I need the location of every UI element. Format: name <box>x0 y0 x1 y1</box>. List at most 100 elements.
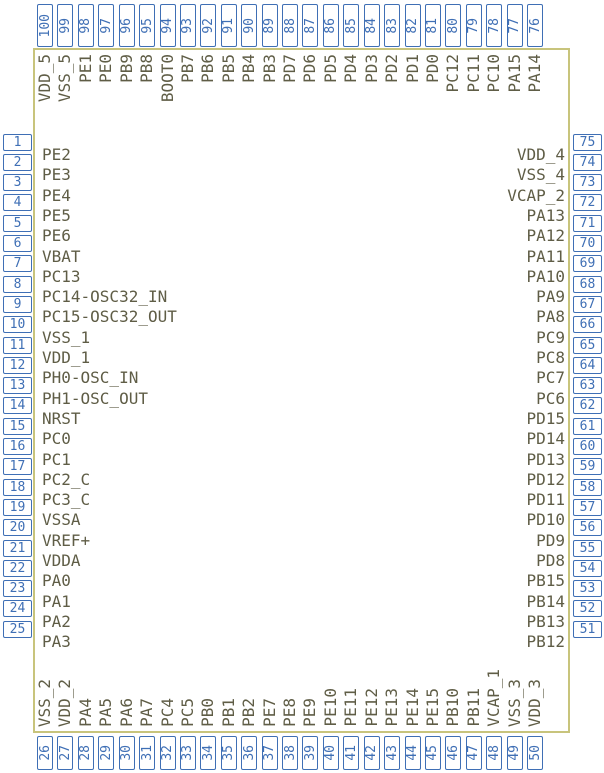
pin-label-left: PA1 <box>42 591 71 611</box>
pin-number: 62 <box>579 398 596 414</box>
pin-label-top: PC10 <box>484 54 504 93</box>
pin-label-left: PA3 <box>42 632 71 652</box>
pin-label-bottom: PA5 <box>96 698 116 727</box>
pin-number: 92 <box>200 17 216 34</box>
pin-number-box-left: 5 <box>3 214 32 232</box>
pin-label-top: PB8 <box>137 54 157 83</box>
pin-number-box-top: 78 <box>486 4 503 47</box>
pin-label-top: PD6 <box>300 54 320 83</box>
pin-number: 65 <box>579 337 596 353</box>
pin-number-box-bottom: 38 <box>282 736 298 770</box>
pin-label-bottom: PA7 <box>137 698 157 727</box>
pin-number: 73 <box>579 175 596 191</box>
pin-number: 54 <box>579 560 596 576</box>
pin-label-right: PD8 <box>536 551 565 570</box>
pin-label-right: VCAP_2 <box>507 185 565 205</box>
pin-number: 94 <box>160 17 175 34</box>
pin-number-box-left: 4 <box>3 194 32 212</box>
pin-number: 5 <box>13 215 22 231</box>
pin-label-left: PE2 <box>42 145 71 164</box>
pin-label-right: PD13 <box>526 449 565 469</box>
pin-label-right: PD10 <box>526 510 565 530</box>
pin-label-left: VBAT <box>42 246 81 266</box>
pin-number-box-left: 16 <box>3 438 32 455</box>
pin-number-box-right: 72 <box>573 194 602 212</box>
pin-number-box-right: 51 <box>573 620 602 638</box>
pin-number-box-bottom: 50 <box>527 736 543 770</box>
pin-number: 100 <box>37 13 53 38</box>
pin-label-right: PB13 <box>526 611 565 631</box>
pin-number-box-left: 25 <box>3 620 32 638</box>
pin-label-right: PC7 <box>536 368 565 388</box>
pin-number: 22 <box>9 560 26 576</box>
pin-number-box-right: 65 <box>573 336 602 354</box>
pin-number-box-top: 82 <box>404 4 421 47</box>
pin-number-box-bottom: 33 <box>179 736 196 770</box>
pin-label-right: PA9 <box>536 287 565 307</box>
pin-number: 32 <box>160 745 175 761</box>
pin-number: 28 <box>78 745 94 761</box>
pin-number: 79 <box>466 17 482 34</box>
pin-number: 96 <box>119 17 135 34</box>
pin-number: 4 <box>13 195 22 211</box>
pin-label-left: PE6 <box>42 226 71 246</box>
pin-number-box-top: 88 <box>282 4 298 47</box>
pin-label-right: PD12 <box>526 469 565 489</box>
pin-number-box-bottom: 42 <box>363 736 380 770</box>
pin-number-box-top: 80 <box>445 4 462 47</box>
pin-label-right: PA11 <box>526 246 565 266</box>
pin-label-bottom: VDD_2 <box>55 678 75 727</box>
pin-label-left: PC15-OSC32_OUT <box>42 307 177 327</box>
pin-number-box-right: 74 <box>573 153 602 171</box>
pin-label-left: PH1-OSC_OUT <box>42 388 148 408</box>
pin-number-box-left: 22 <box>3 559 32 577</box>
pin-label-top: PD5 <box>320 54 340 83</box>
pin-number: 99 <box>57 17 73 34</box>
pin-number: 49 <box>507 745 523 761</box>
pin-label-top: BOOT0 <box>157 54 177 103</box>
pin-number: 74 <box>579 154 596 170</box>
pin-label-bottom: PC5 <box>177 698 197 727</box>
pin-label-left: PC13 <box>42 266 81 286</box>
pin-label-bottom: PB1 <box>218 698 238 727</box>
pin-number: 38 <box>282 745 298 761</box>
pin-label-left: VDD_1 <box>42 348 91 367</box>
pin-number-box-right: 61 <box>573 417 602 435</box>
pin-number-box-right: 58 <box>573 478 602 496</box>
pin-number-box-right: 64 <box>573 356 602 374</box>
pin-number: 39 <box>302 745 318 761</box>
pin-label-left: PE5 <box>42 205 71 225</box>
pin-number: 31 <box>139 745 155 761</box>
pin-number: 88 <box>282 17 298 34</box>
pin-number: 36 <box>241 745 257 761</box>
pin-number-box-left: 11 <box>3 336 32 354</box>
pin-number-box-left: 6 <box>3 235 32 252</box>
pin-number: 66 <box>579 317 596 333</box>
pin-number: 48 <box>486 745 502 761</box>
pin-label-top: PB4 <box>239 54 259 83</box>
pin-label-right: PD9 <box>536 530 565 550</box>
pin-number: 90 <box>241 17 257 34</box>
pin-number: 18 <box>9 479 26 495</box>
pin-number-box-top: 84 <box>363 4 380 47</box>
pin-label-bottom: VSS_3 <box>504 678 524 727</box>
pin-number-box-top: 85 <box>343 4 360 47</box>
pin-number: 17 <box>9 459 26 475</box>
pin-number-box-top: 99 <box>57 4 74 47</box>
pin-label-left: PE4 <box>42 185 71 205</box>
pin-number: 83 <box>384 17 400 34</box>
pin-number: 14 <box>9 398 26 414</box>
pin-label-right: PD15 <box>526 408 565 428</box>
pin-label-top: PE1 <box>75 54 95 83</box>
pin-number: 41 <box>343 745 359 761</box>
pin-label-left: VSSA <box>42 510 81 530</box>
pin-number-box-right: 68 <box>573 275 602 293</box>
pin-number: 70 <box>579 236 596 251</box>
pin-number: 29 <box>98 745 114 761</box>
pin-number: 71 <box>579 215 596 231</box>
pin-label-top: PC12 <box>443 54 463 93</box>
pin-number: 42 <box>364 745 380 761</box>
pin-number: 8 <box>13 276 22 292</box>
pin-label-bottom: PE13 <box>382 688 402 727</box>
pin-number: 34 <box>200 745 216 761</box>
